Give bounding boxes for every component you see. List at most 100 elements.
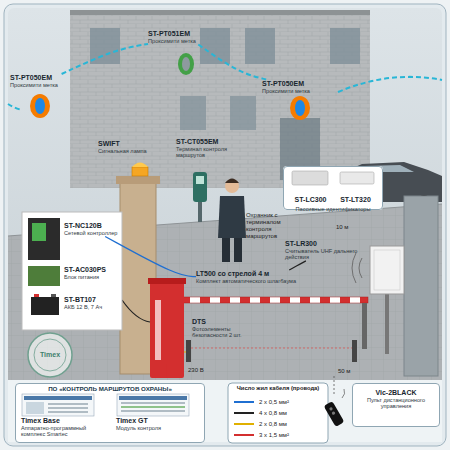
battery-terminal <box>34 294 39 297</box>
screenshot <box>22 394 94 416</box>
screenshot-row <box>121 402 185 404</box>
guard-head <box>225 179 239 193</box>
model-name: ST-BT107 <box>64 296 120 304</box>
description-text: Комплект автоматического шлагбаума <box>196 278 356 284</box>
lamp-dome <box>132 163 148 168</box>
terminal-stand <box>198 202 202 222</box>
guard-hair <box>225 179 239 184</box>
description-text: Терминал контроля маршрутов <box>176 146 254 159</box>
annotation-text: Timex <box>28 351 72 359</box>
model-name: ПО «КОНТРОЛЬ МАРШРУТОВ ОХРАНЫ» <box>16 384 204 392</box>
screenshot-bar <box>24 396 92 400</box>
radio-wave <box>359 258 362 278</box>
screenshot-row <box>48 411 88 413</box>
photocell-beam <box>191 348 352 349</box>
annotation-text: 230 В <box>188 367 218 374</box>
model-name: LT500 со стрелой 4 м <box>196 270 356 278</box>
barrier-cabinet <box>150 282 184 378</box>
legend-row: 4 х 0,8 мм <box>233 407 325 418</box>
power-supply <box>28 266 60 286</box>
remote-button <box>331 411 335 415</box>
description-text: Пульт дистанционного управления <box>357 397 435 410</box>
model-name: ST-PT050EM <box>10 74 82 82</box>
building-facade <box>70 10 370 188</box>
cards-panel <box>283 166 383 210</box>
screenshot <box>117 394 189 416</box>
terminal-label: ST-CT055EMТерминал контроля маршрутов <box>176 138 254 159</box>
controller-board <box>32 223 46 241</box>
description-text: Пассивные идентификаторы <box>288 206 378 212</box>
reader-label: ST-LR300Считыватель UHF дальнего действи… <box>285 240 365 261</box>
cable <box>184 351 186 352</box>
legend-box <box>228 383 328 443</box>
description-text: Сетевой контроллер <box>64 230 120 236</box>
description-text: Сигнальная лампа <box>98 148 168 154</box>
power-label: ST-AC030PSБлок питания <box>64 266 120 280</box>
proximity-tag-core <box>182 57 190 71</box>
remote-box: Vic-2BLACKПульт дистанционного управлени… <box>352 383 440 427</box>
legend-row: 2 х 0,8 мм <box>233 418 325 429</box>
annotation-text: 50 м <box>338 368 362 375</box>
passive-card <box>292 171 328 185</box>
range-line <box>334 376 335 396</box>
legend-text: 2 х 0,5 мм² <box>259 399 289 405</box>
arm-rest <box>362 303 367 349</box>
proximity-tag <box>290 96 310 120</box>
barrier-stripe <box>155 300 161 360</box>
legend-text: 4 х 0,8 мм <box>259 410 287 416</box>
model-name: DTS <box>192 318 264 326</box>
route-terminal <box>193 172 207 202</box>
tag-label: ST-PT051EMПроксимити метка <box>148 30 228 44</box>
model-name: Vic-2BLACK <box>357 389 435 397</box>
model-name: ST-NC120B <box>64 222 120 230</box>
model-name: ST-LR300 <box>285 240 365 248</box>
proximity-tag-core <box>35 98 45 114</box>
legend: 2 х 0,5 мм² 4 х 0,8 мм 2 х 0,8 мм 3 х 1,5 м… <box>233 396 325 440</box>
software-box: ПО «КОНТРОЛЬ МАРШРУТОВ ОХРАНЫ» Timex Base… <box>15 383 205 443</box>
legend-row: 3 х 1,5 мм² <box>233 429 325 440</box>
reader-face <box>374 250 400 290</box>
software-module: Timex GTМодуль контроля <box>116 417 202 431</box>
lamp-label: SWIFTСигнальная лампа <box>98 140 168 154</box>
legend-text: 3 х 1,5 мм² <box>259 432 289 438</box>
legend-line <box>234 401 254 403</box>
model-name: ST-AC030PS <box>64 266 120 274</box>
legend-sample <box>233 410 255 416</box>
photocell <box>186 340 191 362</box>
screenshot-row <box>121 410 185 412</box>
window <box>180 96 206 130</box>
legend-line <box>234 412 254 414</box>
description-text: Блок питания <box>64 274 120 280</box>
window <box>330 28 360 64</box>
description-text: Аппаратно-программный комплекс Smartec <box>21 425 109 438</box>
guard-leg <box>234 238 242 262</box>
controller-panel <box>22 212 122 330</box>
scene-sky <box>8 8 442 380</box>
photocell <box>352 340 357 362</box>
route-line <box>8 104 22 110</box>
screenshot-photo <box>26 402 44 414</box>
description-text: Проксимити метка <box>262 88 338 94</box>
cable-line <box>105 236 196 276</box>
remote-panel-fill <box>352 383 440 427</box>
legend-line <box>234 423 254 425</box>
outer-frame <box>4 4 446 446</box>
tag-label: ST-PT050EMПроксимити метка <box>10 74 82 88</box>
annotation-text: Число жил кабеля (провода) <box>230 385 326 392</box>
description-text: ST-LT320 <box>333 196 378 204</box>
software-panel-fill <box>15 383 205 443</box>
stamp-ring <box>28 333 72 377</box>
description-text: АКБ 12 В, 7 Ач <box>64 304 120 310</box>
software-module: Timex BaseАппаратно-программный комплекс… <box>21 417 109 438</box>
passive-label <box>340 172 374 184</box>
model-name: Timex GT <box>116 417 202 425</box>
cable <box>122 300 150 322</box>
route-line <box>62 44 148 74</box>
controller-label: ST-NC120BСетевой контроллер <box>64 222 120 236</box>
legend-text: 2 х 0,8 мм <box>259 421 287 427</box>
description-text: Фотоэлементы безопасности 2 шт. <box>192 326 264 339</box>
description-text: Модуль контроля <box>116 425 202 431</box>
